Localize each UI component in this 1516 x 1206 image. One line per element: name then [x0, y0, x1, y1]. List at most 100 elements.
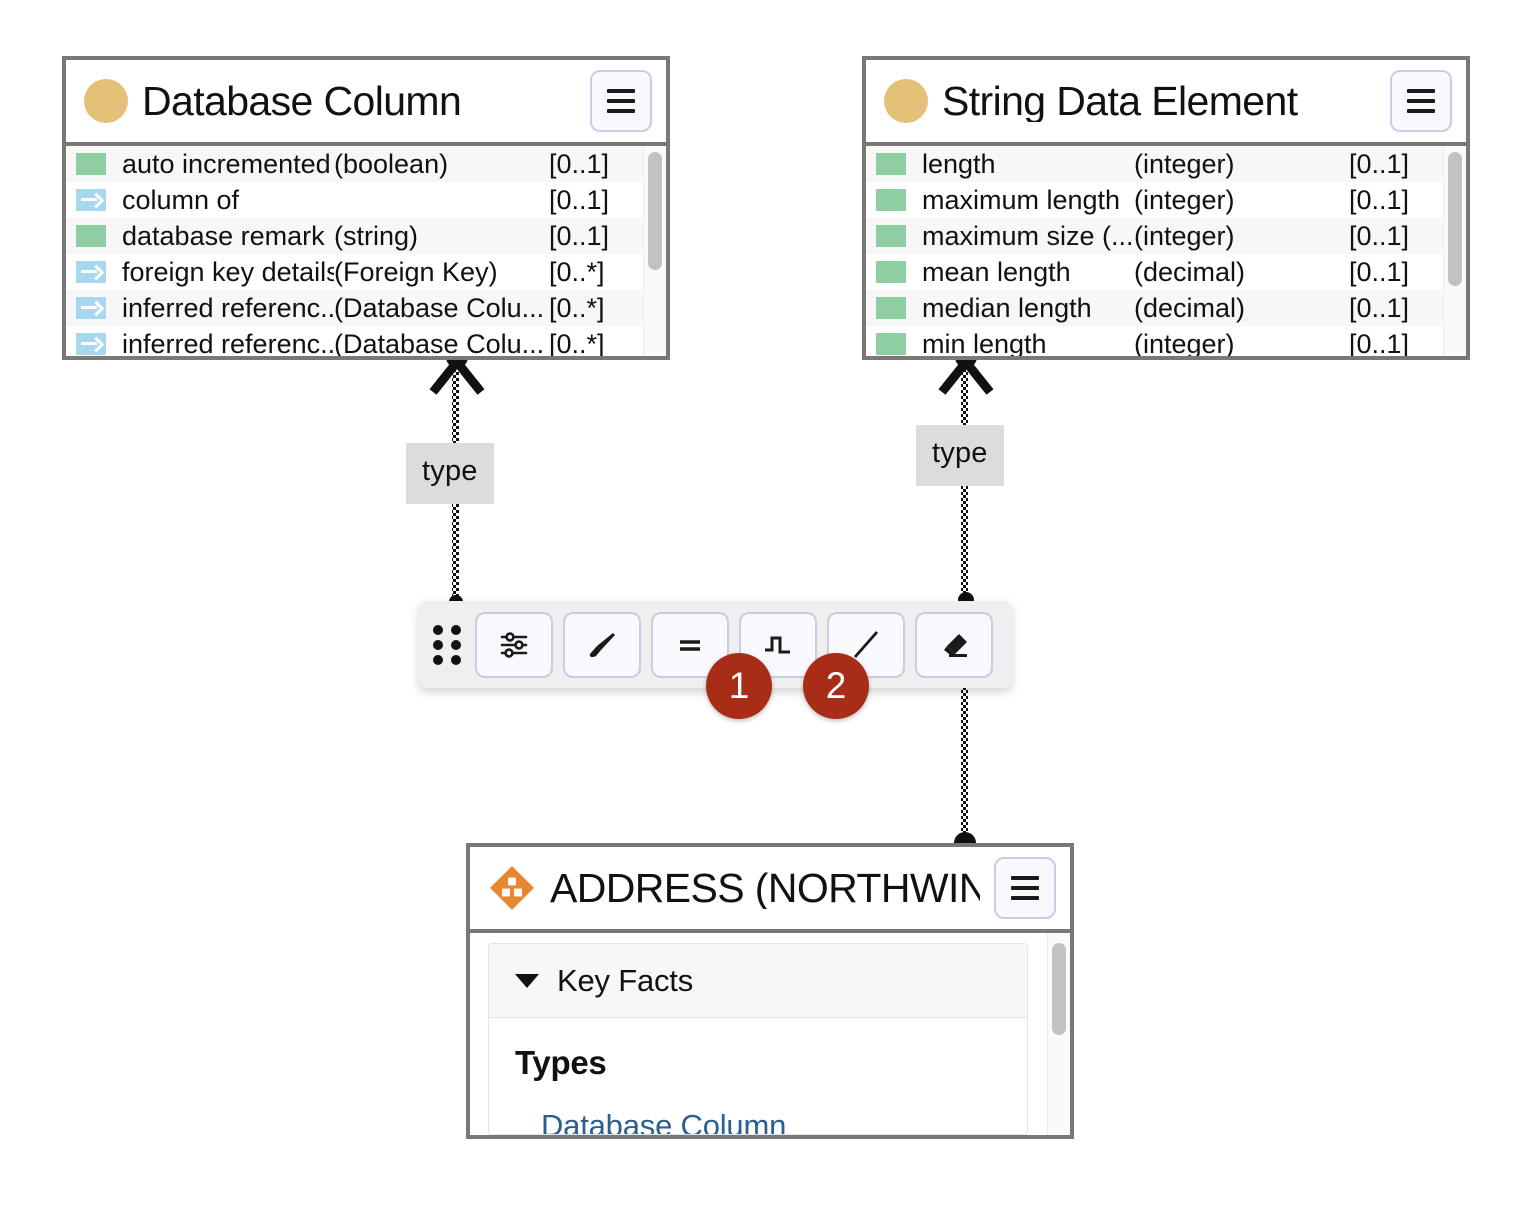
- node-header[interactable]: ADDRESS (NORTHWIN...: [470, 847, 1070, 933]
- scrollbar-thumb[interactable]: [1052, 943, 1066, 1035]
- list-item[interactable]: maximum size (... (integer) [0..1]: [866, 218, 1466, 254]
- property-cardinality: [0..*]: [549, 292, 605, 323]
- scrollbar-thumb[interactable]: [1448, 152, 1462, 286]
- property-cardinality: [0..1]: [1349, 256, 1410, 287]
- caret-down-icon[interactable]: [515, 973, 539, 988]
- property-name: median length: [922, 292, 1092, 323]
- relation-arrow-icon: [76, 333, 106, 355]
- property-name: auto incremented: [122, 148, 331, 179]
- relation-arrow-icon: [76, 189, 106, 211]
- sub-heading-types: Types: [515, 1044, 607, 1081]
- property-type: (integer): [1134, 184, 1235, 215]
- node-header[interactable]: Database Column: [66, 60, 666, 146]
- list-item[interactable]: column of [0..1]: [66, 182, 666, 218]
- property-cardinality: [0..1]: [549, 148, 610, 179]
- property-cardinality: [0..1]: [1349, 328, 1410, 357]
- node-title: ADDRESS (NORTHWIN...: [550, 867, 980, 909]
- property-cardinality: [0..*]: [549, 328, 605, 357]
- properties-button[interactable]: [475, 611, 553, 678]
- node-body: auto incremented (boolean) [0..1] column…: [66, 146, 666, 356]
- node-address-instance[interactable]: ADDRESS (NORTHWIN... Key Facts Types Dat…: [466, 843, 1074, 1139]
- annotation-badge-1: 1: [706, 653, 772, 719]
- attribute-swatch-icon: [876, 225, 906, 247]
- vertical-scrollbar[interactable]: [1047, 933, 1070, 1135]
- attribute-swatch-icon: [876, 153, 906, 175]
- property-type: (decimal): [1134, 256, 1246, 287]
- property-type: (Database Colu...: [334, 292, 545, 323]
- key-facts-card: Key Facts Types Database Column: [488, 943, 1028, 1135]
- node-body: length (integer) [0..1] maximum length (…: [866, 146, 1466, 356]
- style-button[interactable]: [563, 611, 641, 678]
- node-title: String Data Element: [942, 80, 1298, 122]
- edge-label-type-right: type: [916, 425, 1004, 486]
- property-type: (integer): [1134, 148, 1235, 179]
- property-type: (boolean): [334, 148, 449, 179]
- attribute-swatch-icon: [876, 333, 906, 355]
- property-name: inferred referenc...: [122, 328, 334, 357]
- property-type: (decimal): [1134, 292, 1246, 323]
- property-cardinality: [0..1]: [1349, 220, 1410, 251]
- section-header-key-facts[interactable]: Key Facts: [489, 944, 1027, 1018]
- attribute-swatch-icon: [876, 261, 906, 283]
- property-name: database remark: [122, 220, 325, 251]
- scrollbar-thumb[interactable]: [648, 152, 662, 270]
- hamburger-icon[interactable]: [994, 857, 1056, 919]
- node-title: Database Column: [142, 80, 462, 122]
- list-item[interactable]: min length (integer) [0..1]: [866, 326, 1466, 356]
- list-item[interactable]: inferred referenc... (Database Colu... […: [66, 326, 666, 356]
- list-item[interactable]: foreign key details (Foreign Key) [0..*]: [66, 254, 666, 290]
- attribute-swatch-icon: [76, 225, 106, 247]
- property-type: (Database Colu...: [334, 328, 545, 357]
- list-item[interactable]: median length (decimal) [0..1]: [866, 290, 1466, 326]
- node-header[interactable]: String Data Element: [866, 60, 1466, 146]
- property-cardinality: [0..1]: [1349, 184, 1410, 215]
- hamburger-icon[interactable]: [590, 70, 652, 132]
- property-name: inferred referenc...: [122, 292, 334, 323]
- property-cardinality: [0..*]: [549, 256, 605, 287]
- circle-icon: [884, 79, 928, 123]
- node-body: Key Facts Types Database Column: [470, 933, 1070, 1135]
- circle-icon: [84, 79, 128, 123]
- property-cardinality: [0..1]: [549, 184, 610, 215]
- edge-label-type-left: type: [406, 443, 494, 504]
- list-item[interactable]: mean length (decimal) [0..1]: [866, 254, 1466, 290]
- property-name: column of: [122, 184, 240, 215]
- property-name: mean length: [922, 256, 1071, 287]
- property-type: (string): [334, 220, 419, 251]
- list-item[interactable]: maximum length (integer) [0..1]: [866, 182, 1466, 218]
- property-name: maximum length: [922, 184, 1121, 215]
- property-type: (integer): [1134, 328, 1235, 357]
- annotation-badge-2: 2: [803, 653, 869, 719]
- edge-type-string-data-element: [938, 346, 994, 854]
- property-name: min length: [922, 328, 1047, 357]
- node-database-column[interactable]: Database Column auto incremented (boolea…: [62, 56, 670, 360]
- drag-dots-handle[interactable]: [433, 624, 463, 665]
- orange-diamond-cubes-icon: [488, 864, 536, 912]
- edge-style-toolbar[interactable]: [419, 601, 1012, 688]
- attribute-swatch-icon: [876, 297, 906, 319]
- attribute-swatch-icon: [876, 189, 906, 211]
- relation-arrow-icon: [76, 261, 106, 283]
- property-cardinality: [0..1]: [549, 220, 610, 251]
- property-name: foreign key details: [122, 256, 334, 287]
- property-list: length (integer) [0..1] maximum length (…: [866, 146, 1466, 356]
- list-item[interactable]: auto incremented (boolean) [0..1]: [66, 146, 666, 182]
- property-cardinality: [0..1]: [1349, 292, 1410, 323]
- vertical-scrollbar[interactable]: [643, 146, 666, 356]
- node-string-data-element[interactable]: String Data Element length (integer) [0.…: [862, 56, 1470, 360]
- section-title: Key Facts: [557, 962, 694, 998]
- erase-button[interactable]: [915, 611, 993, 678]
- property-list: auto incremented (boolean) [0..1] column…: [66, 146, 666, 356]
- property-type: (integer): [1134, 220, 1235, 251]
- type-link-database-column[interactable]: Database Column: [541, 1108, 787, 1135]
- list-item[interactable]: inferred referenc... (Database Colu... […: [66, 290, 666, 326]
- property-name: length: [922, 148, 996, 179]
- relation-arrow-icon: [76, 297, 106, 319]
- property-type: (Foreign Key): [334, 256, 498, 287]
- list-item[interactable]: database remark (string) [0..1]: [66, 218, 666, 254]
- hamburger-icon[interactable]: [1390, 70, 1452, 132]
- attribute-swatch-icon: [76, 153, 106, 175]
- vertical-scrollbar[interactable]: [1443, 146, 1466, 356]
- list-item[interactable]: length (integer) [0..1]: [866, 146, 1466, 182]
